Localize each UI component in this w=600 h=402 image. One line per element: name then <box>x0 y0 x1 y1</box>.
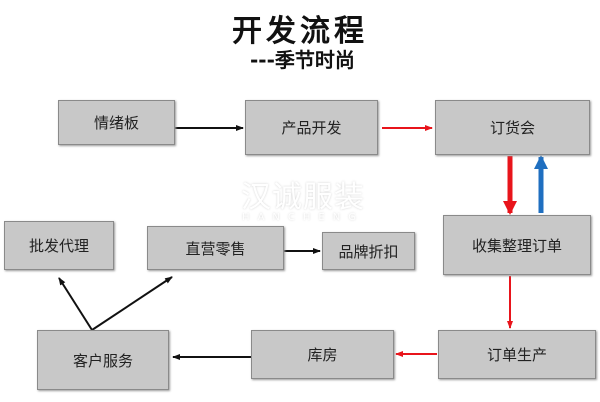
node-direct-retail: 直营零售 <box>147 226 284 270</box>
watermark: 汉诚服装 HANCHENG <box>228 172 378 223</box>
arrow-service-to-retail <box>91 276 173 331</box>
node-warehouse: 库房 <box>251 330 394 379</box>
node-wholesale: 批发代理 <box>4 221 114 270</box>
node-order-production: 订单生产 <box>438 330 596 379</box>
node-collect-orders: 收集整理订单 <box>443 215 591 275</box>
node-product-development: 产品开发 <box>245 100 378 155</box>
node-mood-board: 情绪板 <box>58 100 175 145</box>
node-order-fair: 订货会 <box>435 100 590 155</box>
node-brand-discount: 品牌折扣 <box>322 232 415 270</box>
node-customer-service: 客户服务 <box>37 330 169 390</box>
diagram-subtitle: ---季节时尚 <box>250 48 355 72</box>
watermark-latin: HANCHENG <box>242 212 364 223</box>
watermark-name: 汉诚服装 <box>241 180 365 215</box>
arrow-service-to-wholesale <box>58 277 93 331</box>
diagram-title: 开发流程 <box>232 14 368 49</box>
